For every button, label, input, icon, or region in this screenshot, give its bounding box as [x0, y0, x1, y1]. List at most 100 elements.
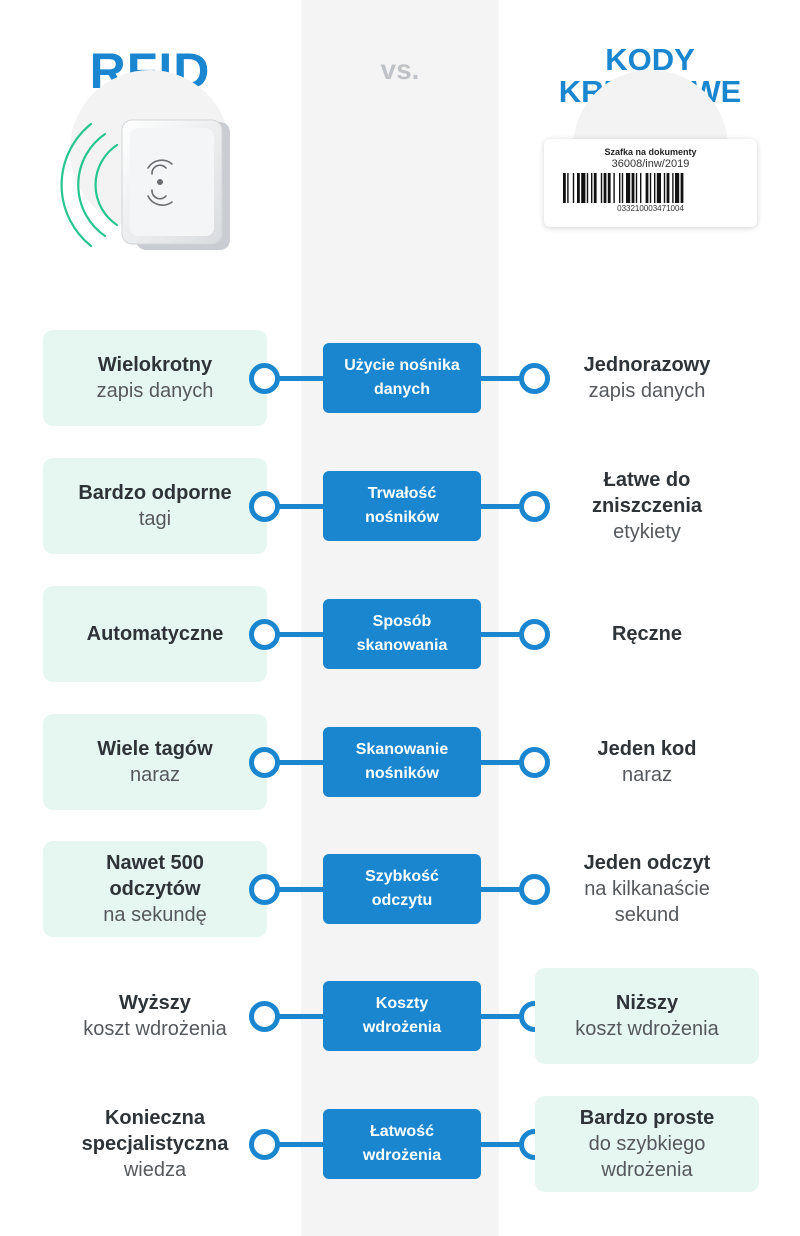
barcode-feature-bold: Ręczne	[611, 623, 683, 645]
right-connector	[472, 1142, 532, 1147]
left-connector	[270, 376, 330, 381]
barcode-feature-bold: Jeden kod	[597, 738, 697, 760]
left-connector	[270, 504, 330, 509]
barcode-feature: Niższy koszt wdrożenia	[535, 968, 759, 1064]
criterion-line: danych	[373, 381, 430, 398]
rfid-feature-light: naraz	[129, 764, 181, 786]
right-node-icon	[519, 874, 550, 905]
left-connector	[270, 1142, 330, 1147]
barcode-feature-bold: Niższy	[615, 992, 679, 1014]
left-node-icon	[249, 491, 280, 522]
criterion-line: Koszty	[375, 995, 429, 1012]
comparison-row: Konieczna specjalistyczna wiedza Łatwość…	[0, 1096, 800, 1192]
comparison-row: Wyższy koszt wdrożenia Koszty wdrożenia …	[0, 968, 800, 1064]
criterion-line: nośników	[365, 765, 439, 782]
barcode-feature: Jednorazowy zapis danych	[535, 330, 759, 426]
barcode-feature-light: wdrożenia	[601, 1159, 693, 1181]
barcode-feature-bold: Jednorazowy	[583, 354, 711, 376]
right-connector	[472, 376, 532, 381]
comparison-row: Automatyczne Sposób skanowania Ręczne	[0, 586, 800, 682]
barcode-label-code: 033210003471004	[617, 204, 684, 213]
right-node-icon	[519, 619, 550, 650]
right-connector	[472, 760, 532, 765]
rfid-feature: Konieczna specjalistyczna wiedza	[43, 1096, 267, 1192]
barcode-icon	[562, 173, 683, 203]
right-connector	[472, 887, 532, 892]
rfid-reader-icon	[121, 119, 230, 250]
barcode-feature-light: koszt wdrożenia	[575, 1018, 719, 1040]
barcode-feature: Łatwe do zniszczenia etykiety	[535, 458, 759, 554]
left-connector	[270, 887, 330, 892]
barcode-label-number: 36008/inw/2019	[611, 158, 690, 170]
barcode-feature-bold: Jeden odczyt	[583, 852, 711, 874]
rfid-waves-icon	[60, 122, 119, 248]
criterion-line: skanowania	[356, 637, 448, 654]
left-connector	[270, 632, 330, 637]
right-connector	[472, 504, 532, 509]
rfid-feature-bold: specjalistyczna	[81, 1133, 229, 1155]
rfid-feature: Wyższy koszt wdrożenia	[43, 968, 267, 1064]
rfid-feature: Bardzo odporne tagi	[43, 458, 267, 554]
criterion-badge: Szybkość odczytu	[323, 854, 481, 924]
rfid-feature-light: zapis danych	[96, 380, 214, 402]
barcode-feature-bold: Bardzo proste	[579, 1107, 715, 1129]
left-node-icon	[249, 619, 280, 650]
rfid-feature: Automatyczne	[43, 586, 267, 682]
criterion-badge: Koszty wdrożenia	[323, 981, 481, 1051]
criterion-line: Sposób	[372, 613, 432, 630]
barcode-feature: Jeden kod naraz	[535, 714, 759, 810]
right-connector	[472, 632, 532, 637]
rfid-feature-light: koszt wdrożenia	[83, 1018, 227, 1040]
criterion-badge: Użycie nośnika danych	[323, 343, 481, 413]
right-node-icon	[519, 363, 550, 394]
criterion-line: Użycie nośnika	[344, 357, 460, 374]
criterion-line: Łatwość	[369, 1123, 434, 1140]
barcode-label: Szafka na dokumenty 36008/inw/2019 03321…	[544, 139, 757, 227]
left-node-icon	[249, 747, 280, 778]
barcode-feature-light: naraz	[621, 764, 673, 786]
left-node-icon	[249, 1001, 280, 1032]
barcode-feature-bold: Łatwe do	[603, 469, 691, 491]
barcode-feature-bold: zniszczenia	[591, 495, 703, 517]
criterion-badge: Łatwość wdrożenia	[323, 1109, 481, 1179]
rfid-feature-bold: Wyższy	[119, 992, 191, 1014]
comparison-row: Wielokrotny zapis danych Użycie nośnika …	[0, 330, 800, 426]
criterion-line: Skanowanie	[355, 741, 449, 758]
rfid-feature-bold: Wiele tagów	[97, 738, 213, 760]
criterion-line: Trwałość	[367, 485, 437, 502]
barcode-label-title: Szafka na dokumenty	[604, 147, 697, 157]
versus-label: vs.	[380, 54, 420, 85]
comparison-row: Wiele tagów naraz Skanowanie nośników Je…	[0, 714, 800, 810]
rfid-feature: Wiele tagów naraz	[43, 714, 267, 810]
criterion-line: wdrożenia	[362, 1147, 442, 1164]
right-connector	[472, 1014, 532, 1019]
criterion-badge: Sposób skanowania	[323, 599, 481, 669]
rfid-feature-light: na sekundę	[103, 904, 207, 926]
barcode-feature-light: do szybkiego	[588, 1133, 706, 1155]
criterion-line: wdrożenia	[362, 1019, 442, 1036]
rfid-feature: Wielokrotny zapis danych	[43, 330, 267, 426]
rfid-feature-bold: Automatyczne	[86, 623, 224, 645]
criterion-badge: Skanowanie nośników	[323, 727, 481, 797]
right-node-icon	[519, 747, 550, 778]
rfid-feature-light: tagi	[138, 508, 172, 530]
rfid-feature-light: wiedza	[123, 1159, 187, 1181]
barcode-feature-light: na kilkanaście	[584, 878, 710, 900]
criterion-line: nośników	[365, 509, 439, 526]
rfid-feature-bold: Konieczna	[104, 1107, 206, 1129]
criterion-line: Szybkość	[365, 868, 439, 885]
rfid-feature-bold: odczytów	[109, 878, 201, 900]
criterion-line: odczytu	[371, 892, 433, 909]
rfid-feature: Nawet 500 odczytów na sekundę	[43, 841, 267, 937]
barcode-feature: Ręczne	[535, 586, 759, 682]
rfid-feature-bold: Bardzo odporne	[78, 482, 232, 504]
rfid-feature-bold: Wielokrotny	[97, 354, 213, 376]
left-connector	[270, 1014, 330, 1019]
right-node-icon	[519, 491, 550, 522]
left-connector	[270, 760, 330, 765]
criterion-badge: Trwałość nośników	[323, 471, 481, 541]
rfid-feature-bold: Nawet 500	[106, 852, 204, 874]
barcode-feature: Jeden odczyt na kilkanaście sekund	[535, 841, 759, 937]
barcode-feature: Bardzo proste do szybkiego wdrożenia	[535, 1096, 759, 1192]
barcode-feature-light: etykiety	[613, 521, 681, 543]
